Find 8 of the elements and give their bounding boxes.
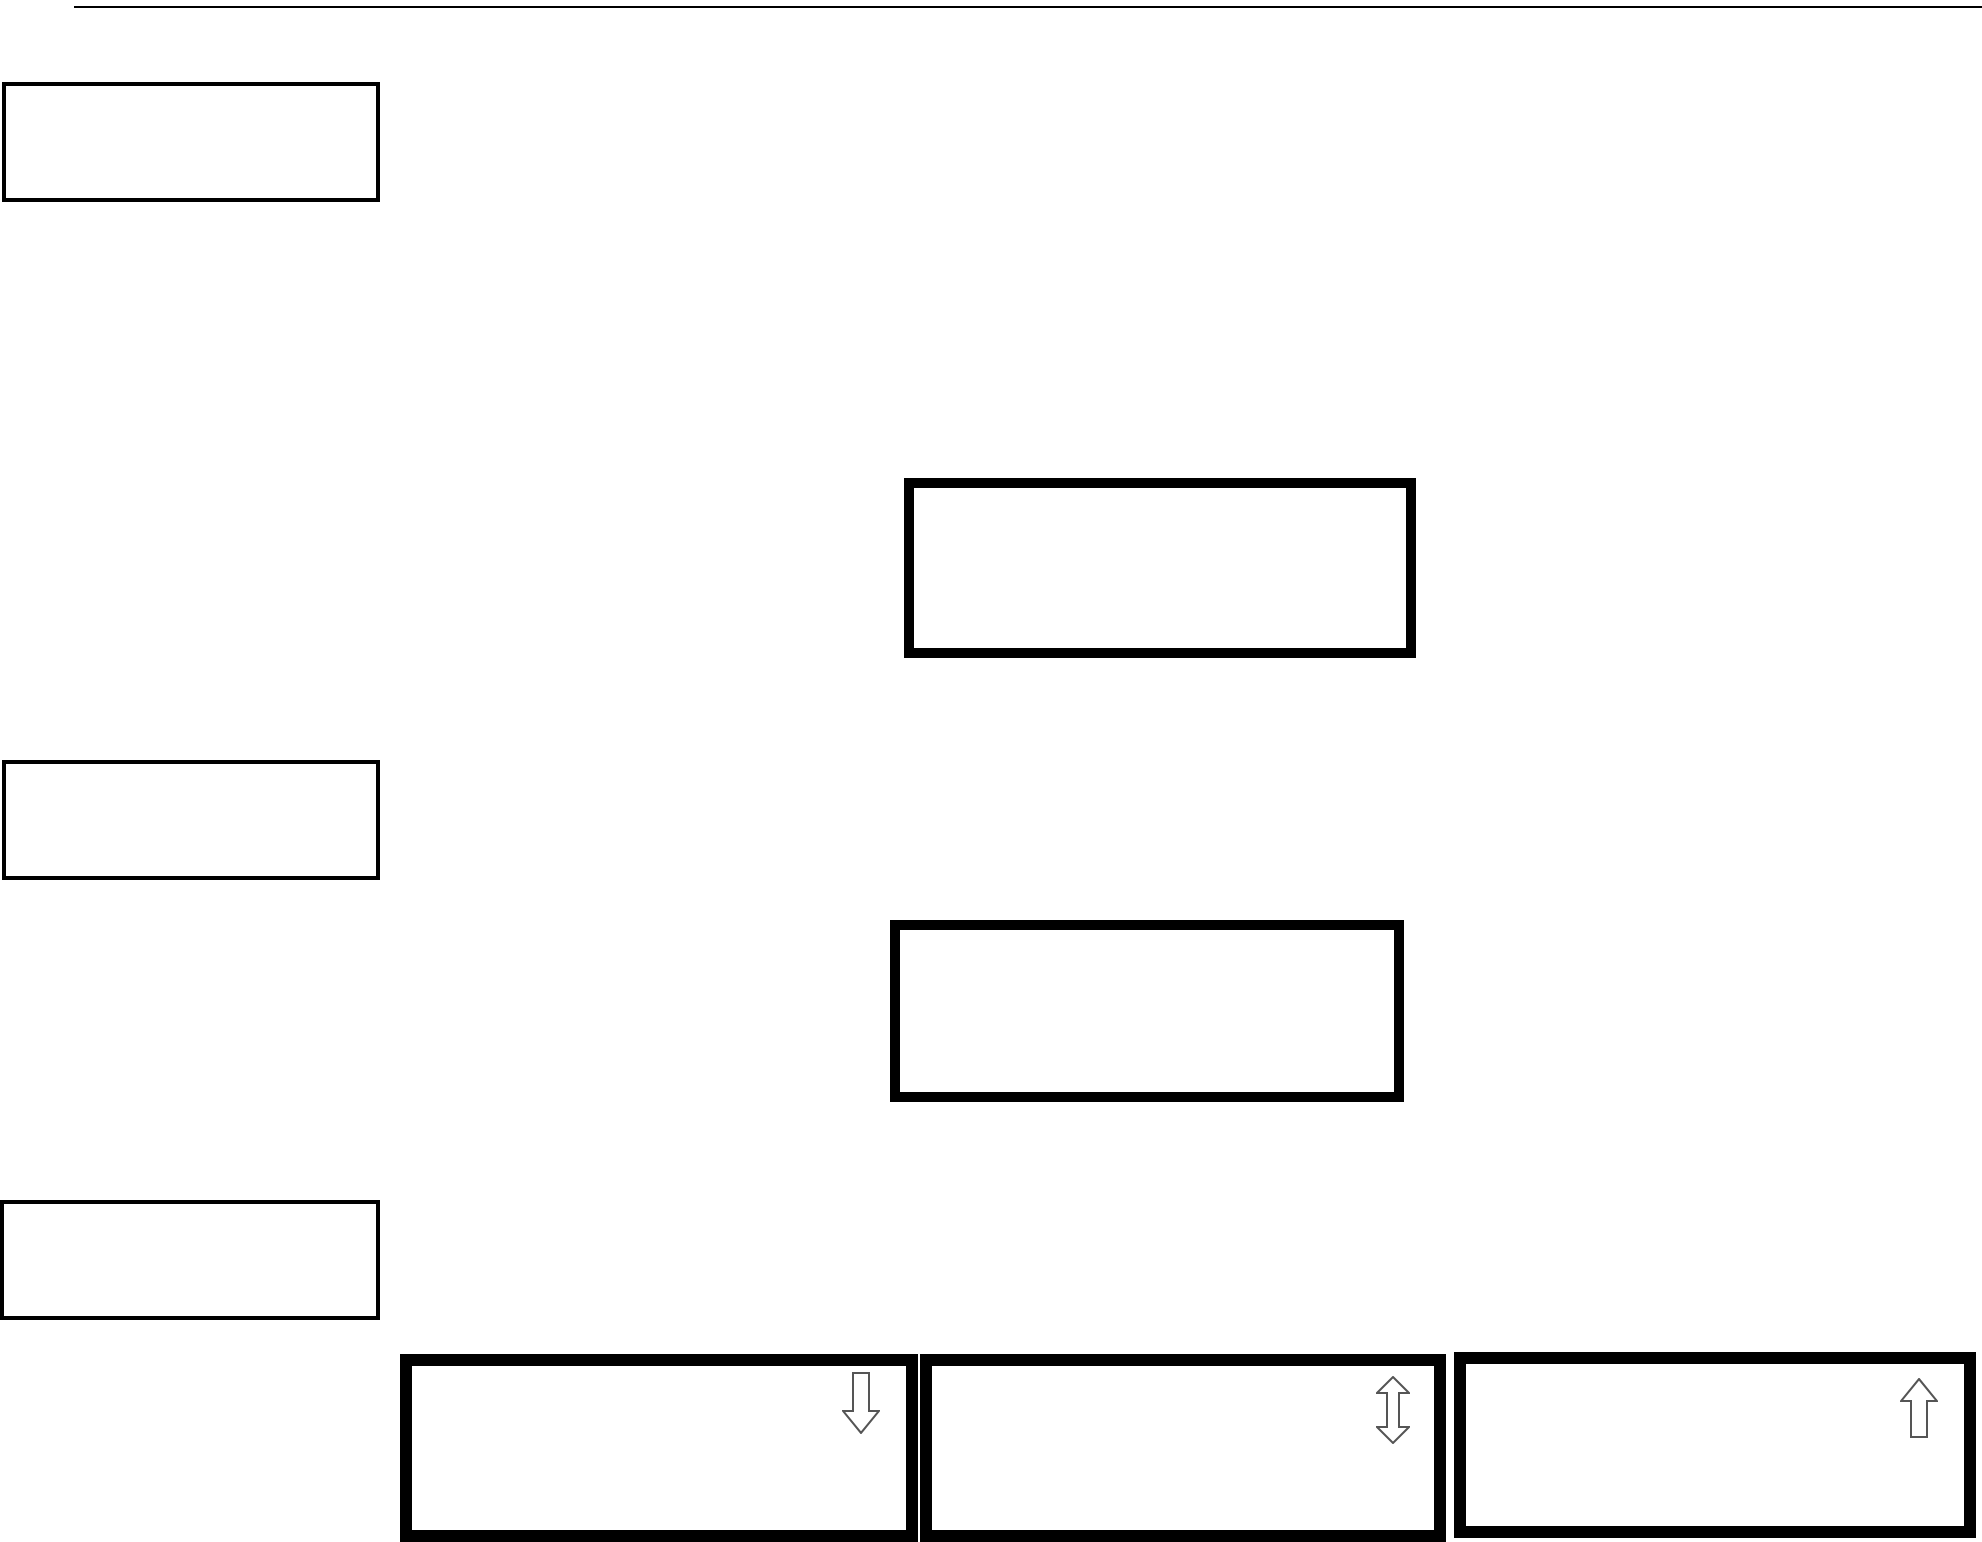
display-box (400, 1354, 918, 1542)
display-box (890, 920, 1404, 1102)
blank-box (0, 1200, 380, 1320)
display-box (920, 1354, 1446, 1542)
display-box (904, 478, 1416, 658)
blank-box (2, 760, 380, 880)
display-box (1454, 1352, 1976, 1538)
blank-box (2, 82, 380, 202)
